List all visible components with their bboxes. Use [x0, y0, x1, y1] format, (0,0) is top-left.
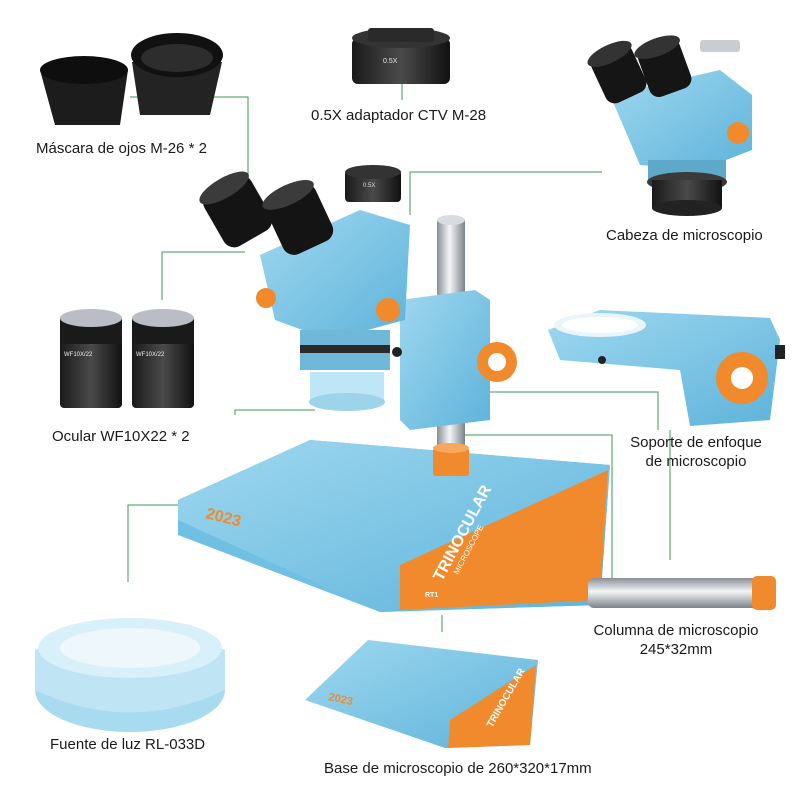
- adapter-marking: 0.5X: [383, 58, 398, 65]
- main-microscope-head: 0.5X: [199, 165, 410, 411]
- plate-year: 2023: [327, 691, 353, 708]
- label-head: Cabeza de microscopio: [606, 227, 763, 244]
- column-image: [588, 576, 776, 610]
- label-eye-mask: Máscara de ojos M-26 * 2: [36, 140, 207, 157]
- label-focus-holder-line2: de microscopio: [645, 453, 747, 470]
- label-base: Base de microscopio de 260*320*17mm: [324, 760, 592, 777]
- label-column: Columna de microscopio 245*32mm: [578, 621, 774, 659]
- ctv-adapter-image: 0.5X: [352, 28, 450, 84]
- microscope-head-image: [587, 35, 752, 216]
- eyepiece-marking-left: WF10X/22: [64, 352, 93, 358]
- eyepiece-image: WF10X/22 WF10X/22: [60, 309, 194, 408]
- base-plate-image: 2023 TRINOCULAR: [305, 640, 538, 748]
- base-model: RT1: [425, 592, 438, 599]
- leader-lines: [127, 83, 671, 632]
- main-microscope-focus-holder: [392, 290, 517, 430]
- label-column-line2: 245*32mm: [639, 641, 713, 658]
- eye-mask-image: [40, 33, 223, 125]
- label-ctv-adapter: 0.5X adaptador CTV M-28: [311, 107, 487, 124]
- label-focus-holder-line1: Soporte de enfoque: [630, 434, 762, 451]
- label-column-line1: Columna de microscopio: [593, 622, 759, 639]
- eyepiece-marking-right: WF10X/22: [136, 352, 165, 358]
- light-source-image: [35, 618, 225, 732]
- label-light-source: Fuente de luz RL-033D: [50, 736, 206, 753]
- focus-holder-image: [548, 310, 785, 426]
- label-eyepiece: Ocular WF10X22 * 2: [52, 428, 190, 445]
- label-focus-holder: Soporte de enfoque de microscopio: [614, 433, 778, 471]
- main-microscope-base: 2023 TRINOCULAR MICROSCOPE RT1: [178, 440, 610, 612]
- main-adapter-marking: 0.5X: [363, 183, 375, 189]
